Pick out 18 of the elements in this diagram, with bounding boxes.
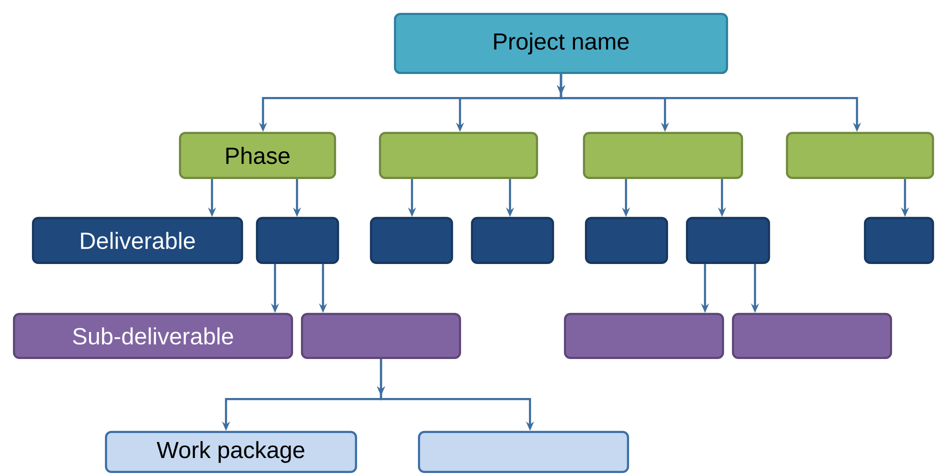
empty-phase-box bbox=[786, 132, 934, 180]
empty-phase-box bbox=[582, 132, 744, 180]
empty-work-package-box bbox=[418, 430, 630, 474]
empty-sub-deliverable-box bbox=[300, 312, 462, 360]
empty-deliverable-box bbox=[370, 216, 454, 264]
empty-deliverable-box bbox=[686, 216, 770, 264]
empty-deliverable-box bbox=[470, 216, 554, 264]
phase-box: Phase bbox=[178, 132, 336, 180]
empty-sub-deliverable-box bbox=[564, 312, 724, 360]
empty-deliverable-box bbox=[256, 216, 340, 264]
empty-deliverable-box bbox=[584, 216, 668, 264]
empty-sub-deliverable-box bbox=[732, 312, 892, 360]
sub-deliverable-box: Sub-deliverable bbox=[12, 312, 294, 360]
empty-phase-box bbox=[378, 132, 538, 180]
deliverable-box: Deliverable bbox=[32, 216, 244, 264]
empty-deliverable-box bbox=[864, 216, 934, 264]
work-package-box: Work package bbox=[104, 430, 358, 474]
project-box: Project name bbox=[394, 12, 728, 74]
